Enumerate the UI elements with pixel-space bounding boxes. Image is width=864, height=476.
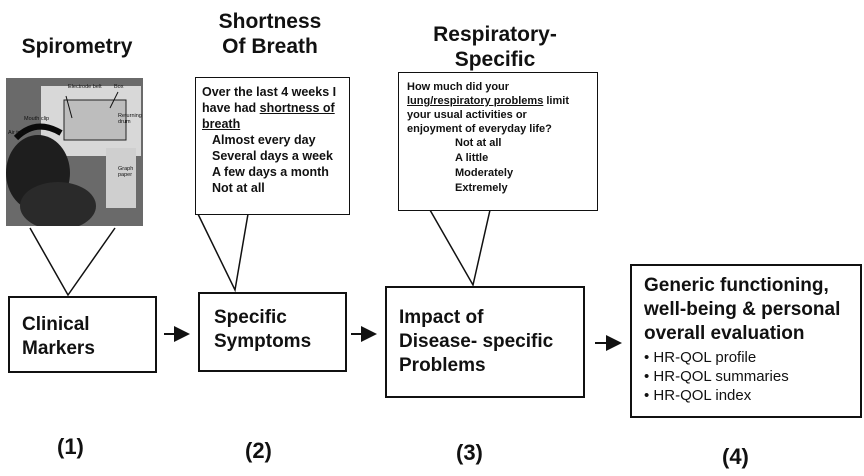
header-shortness-line1: Shortness xyxy=(218,10,322,33)
bubble2-line2a: have had xyxy=(202,101,260,115)
photo-label-mouth-clip: Mouth clip xyxy=(24,116,50,122)
header-shortness-of-breath: Shortness Of Breath xyxy=(195,9,345,59)
box2-line1: Specific xyxy=(214,307,287,328)
bubble2-tail xyxy=(196,213,249,293)
hrqol-item: HR-QOL summaries xyxy=(644,367,860,386)
header-respiratory-specific: Respiratory- Specific xyxy=(420,22,570,72)
bubble3-line1: How much did your xyxy=(407,81,510,93)
step-number-3: (3) xyxy=(456,440,483,465)
header-spirometry: Spirometry xyxy=(21,35,133,58)
box3-line3: Problems xyxy=(399,355,486,376)
photo-label-graph-paper: Graph paper xyxy=(118,166,134,178)
bubble3-option-4: Extremely xyxy=(455,182,508,194)
spirometry-photo: Electrode belt Mouth clip Air tube Box R… xyxy=(6,78,143,226)
step-number-4: (4) xyxy=(722,444,749,469)
box3-line1: Impact of xyxy=(399,307,484,328)
bubble3-line2a: lung/respiratory problems xyxy=(407,95,544,107)
box4-line2: well-being & personal xyxy=(644,299,841,320)
bubble3-option-3: Moderately xyxy=(455,167,514,179)
box4-line3: overall evaluation xyxy=(644,323,805,344)
hrqol-item: HR-QOL index xyxy=(644,386,860,405)
hrqol-list: HR-QOL profile HR-QOL summaries HR-QOL i… xyxy=(644,348,860,405)
spirometry-illustration xyxy=(6,78,143,226)
bubble2-line1: Over the last 4 weeks I xyxy=(202,85,337,99)
bubble2-option-3: A few days a month xyxy=(212,165,329,179)
box1-line1: Clinical xyxy=(22,314,90,335)
hrqol-item: HR-QOL profile xyxy=(644,348,860,367)
box4-line1: Generic functioning, xyxy=(644,275,829,296)
photo-label-returning-drum: Returning drum xyxy=(118,113,142,125)
step-number-2: (2) xyxy=(245,438,272,463)
photo-pointer xyxy=(29,227,116,297)
box3-line2: Disease- specific xyxy=(399,331,554,352)
bubble2-option-2: Several days a week xyxy=(212,149,333,163)
bubble3-line2b: limit xyxy=(543,95,569,107)
photo-label-air-tube: Air tube xyxy=(8,130,27,136)
disease-impact-box: Impact of Disease- specific Problems xyxy=(385,286,585,398)
bubble3-option-2: A little xyxy=(455,152,489,164)
bubble2-option-1: Almost every day xyxy=(212,133,316,147)
bubble2-line2b: shortness of xyxy=(259,101,335,115)
header-respiratory-line1: Respiratory- xyxy=(433,23,557,46)
bubble2-line3: breath xyxy=(202,117,241,131)
bubble2-option-4: Not at all xyxy=(212,181,265,195)
bubble3-option-1: Not at all xyxy=(455,137,502,149)
bubble3-line2: lung/respiratory problems limit xyxy=(407,94,597,108)
shortness-question-bubble: Over the last 4 weeks I have had shortne… xyxy=(195,77,350,215)
respiratory-question-bubble: How much did your lung/respiratory probl… xyxy=(398,72,598,211)
photo-label-box: Box xyxy=(114,84,124,90)
box1-line2: Markers xyxy=(22,338,95,359)
generic-functioning-box: Generic functioning, well-being & person… xyxy=(630,264,862,418)
header-shortness-line2: Of Breath xyxy=(222,35,318,58)
box2-line2: Symptoms xyxy=(214,331,312,352)
bubble2-line2: have had shortness of xyxy=(202,100,349,116)
step-number-1: (1) xyxy=(57,434,84,459)
specific-symptoms-box: Specific Symptoms xyxy=(198,292,347,372)
bubble3-tail xyxy=(428,209,491,288)
header-respiratory-line2: Specific xyxy=(454,48,536,71)
clinical-markers-box: Clinical Markers xyxy=(8,296,157,373)
photo-label-electrode-belt: Electrode belt xyxy=(68,84,102,90)
bubble3-line4: enjoyment of everyday life? xyxy=(407,123,552,135)
bubble3-line3: your usual activities or xyxy=(407,109,527,121)
